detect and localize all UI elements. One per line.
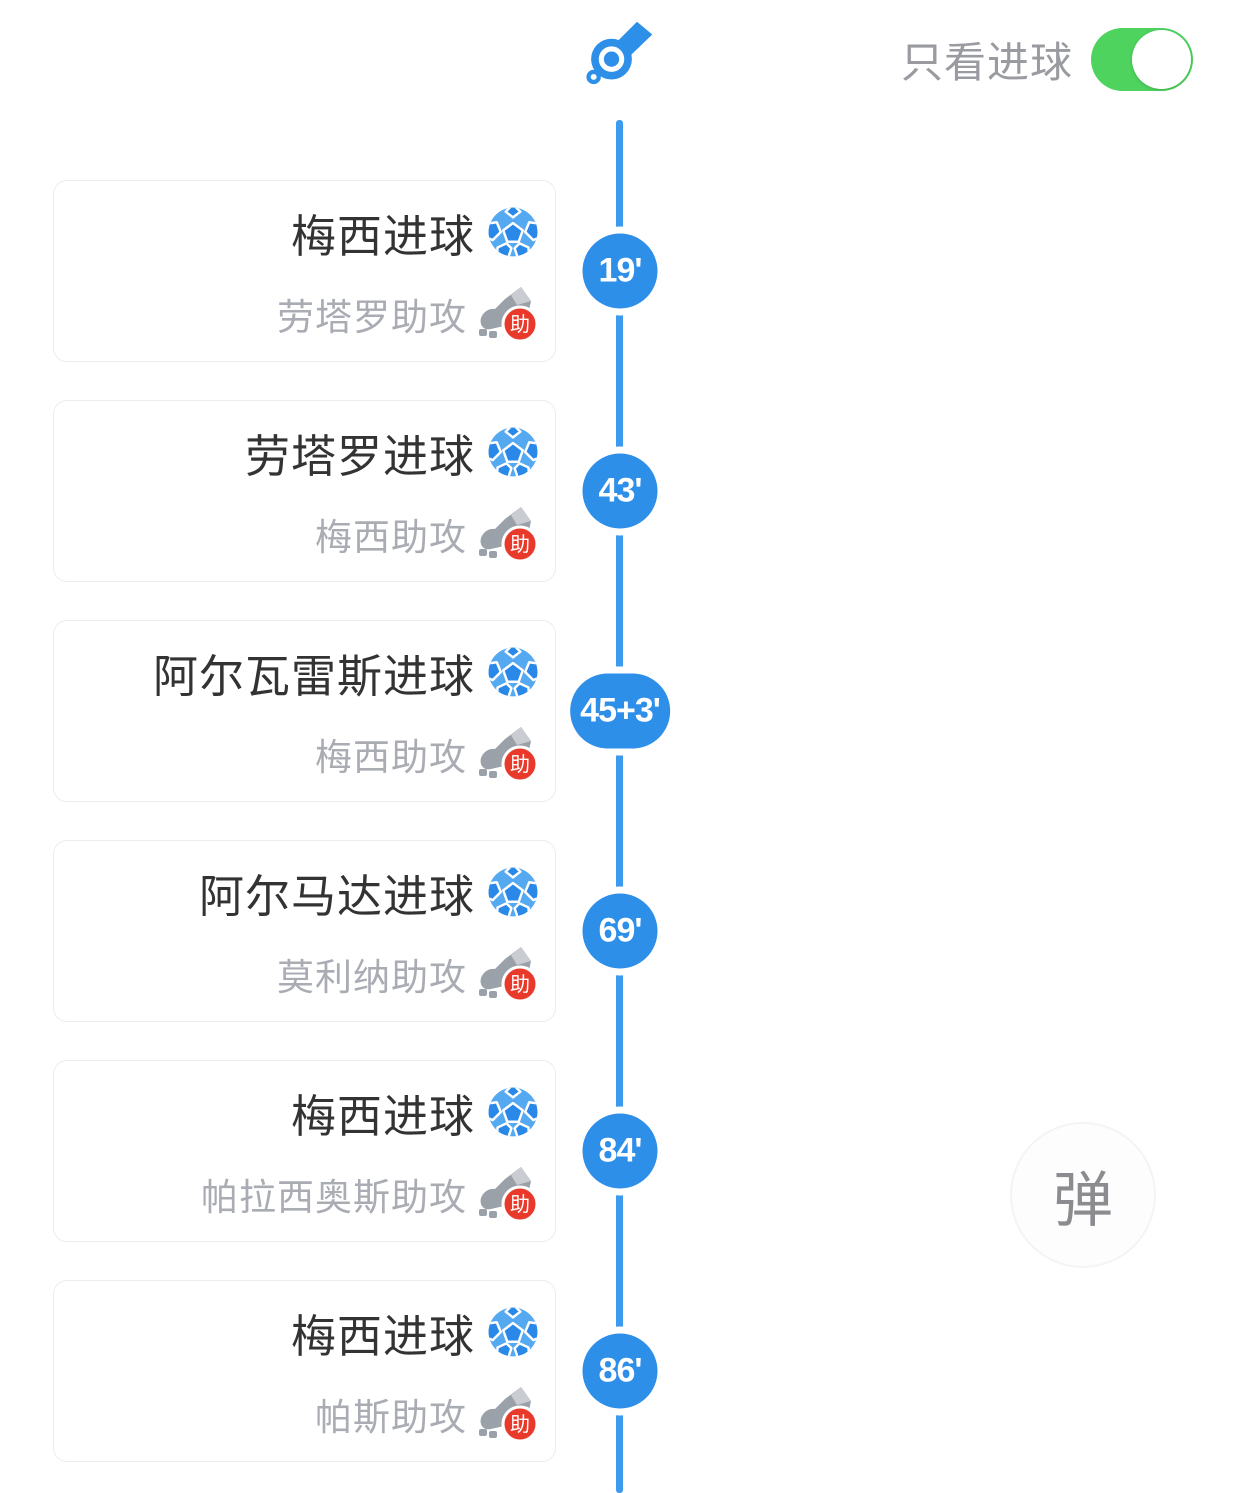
assist-badge-label: 助 xyxy=(510,533,530,556)
goal-title: 劳塔罗进球 xyxy=(244,430,475,482)
danmaku-button[interactable]: 弹 xyxy=(1010,1122,1156,1268)
goal-card[interactable]: 梅西进球 劳塔罗助攻 xyxy=(53,180,556,362)
assist-boot-icon: 助 xyxy=(479,506,539,562)
goal-title: 梅西进球 xyxy=(290,1090,475,1142)
assist-badge-label: 助 xyxy=(510,1413,530,1436)
assist-line: 莫利纳助攻 助 xyxy=(277,945,539,1003)
assist-badge-label: 助 xyxy=(510,313,530,336)
assist-player: 帕斯助攻 xyxy=(315,1396,467,1438)
soccer-ball-icon xyxy=(488,1307,538,1357)
timeline-event: 梅西进球 帕拉西奥斯助攻 xyxy=(0,1060,1239,1242)
assist-line: 梅西助攻 助 xyxy=(315,505,539,563)
timeline-event: 梅西进球 帕斯助攻 xyxy=(0,1280,1239,1462)
goal-card[interactable]: 阿尔瓦雷斯进球 梅西助攻 xyxy=(53,620,556,802)
assist-player: 梅西助攻 xyxy=(315,736,467,778)
timeline-event: 阿尔马达进球 莫利纳助攻 xyxy=(0,840,1239,1022)
assist-line: 帕斯助攻 助 xyxy=(315,1385,539,1443)
toggle-knob xyxy=(1132,30,1191,89)
filter-group: 只看进球 xyxy=(901,28,1193,91)
assist-player: 梅西助攻 xyxy=(315,516,467,558)
goal-title: 梅西进球 xyxy=(290,1310,475,1362)
time-badge: 45+3' xyxy=(570,673,670,749)
goal-title: 阿尔瓦雷斯进球 xyxy=(152,650,475,702)
soccer-ball-icon xyxy=(488,207,538,257)
time-badge: 69' xyxy=(582,893,658,969)
assist-boot-icon: 助 xyxy=(479,1166,539,1222)
assist-badge-label: 助 xyxy=(510,1193,530,1216)
time-badge: 19' xyxy=(582,233,658,309)
goal-card[interactable]: 梅西进球 帕斯助攻 xyxy=(53,1280,556,1462)
filter-label: 只看进球 xyxy=(900,39,1073,86)
soccer-ball-icon xyxy=(488,867,538,917)
goal-title: 梅西进球 xyxy=(290,210,475,262)
assist-player: 莫利纳助攻 xyxy=(277,956,467,998)
assist-line: 梅西助攻 助 xyxy=(315,725,539,783)
assist-line: 劳塔罗助攻 助 xyxy=(277,285,539,343)
soccer-ball-icon xyxy=(488,647,538,697)
goal-title-line: 梅西进球 xyxy=(291,1300,539,1365)
goal-title-line: 阿尔马达进球 xyxy=(199,860,539,925)
timeline-event: 劳塔罗进球 梅西助攻 xyxy=(0,400,1239,582)
timeline-event: 阿尔瓦雷斯进球 梅西助攻 xyxy=(0,620,1239,802)
assist-boot-icon: 助 xyxy=(479,286,539,342)
danmaku-button-label: 弹 xyxy=(1053,1166,1113,1234)
time-badge: 84' xyxy=(582,1113,658,1189)
assist-player: 帕拉西奥斯助攻 xyxy=(201,1176,467,1218)
assist-line: 帕拉西奥斯助攻 助 xyxy=(201,1165,539,1223)
time-badge: 43' xyxy=(582,453,658,529)
time-badge: 86' xyxy=(582,1333,658,1409)
goal-title-line: 梅西进球 xyxy=(291,200,539,265)
goal-card[interactable]: 阿尔马达进球 莫利纳助攻 xyxy=(53,840,556,1022)
goal-title-line: 劳塔罗进球 xyxy=(245,420,539,485)
assist-badge-label: 助 xyxy=(510,973,530,996)
timeline-line xyxy=(616,120,623,1493)
goal-title: 阿尔马达进球 xyxy=(198,870,475,922)
whistle-icon xyxy=(586,21,653,85)
soccer-ball-icon xyxy=(488,427,538,477)
assist-boot-icon: 助 xyxy=(479,946,539,1002)
goal-card[interactable]: 劳塔罗进球 梅西助攻 xyxy=(53,400,556,582)
only-goals-toggle[interactable] xyxy=(1091,28,1193,91)
assist-boot-icon: 助 xyxy=(479,1386,539,1442)
assist-player: 劳塔罗助攻 xyxy=(277,296,467,338)
assist-badge-label: 助 xyxy=(510,753,530,776)
assist-boot-icon: 助 xyxy=(479,726,539,782)
soccer-ball-icon xyxy=(488,1087,538,1137)
goal-title-line: 阿尔瓦雷斯进球 xyxy=(153,640,539,705)
goal-title-line: 梅西进球 xyxy=(291,1080,539,1145)
goal-card[interactable]: 梅西进球 帕拉西奥斯助攻 xyxy=(53,1060,556,1242)
timeline-event: 梅西进球 劳塔罗助攻 xyxy=(0,180,1239,362)
